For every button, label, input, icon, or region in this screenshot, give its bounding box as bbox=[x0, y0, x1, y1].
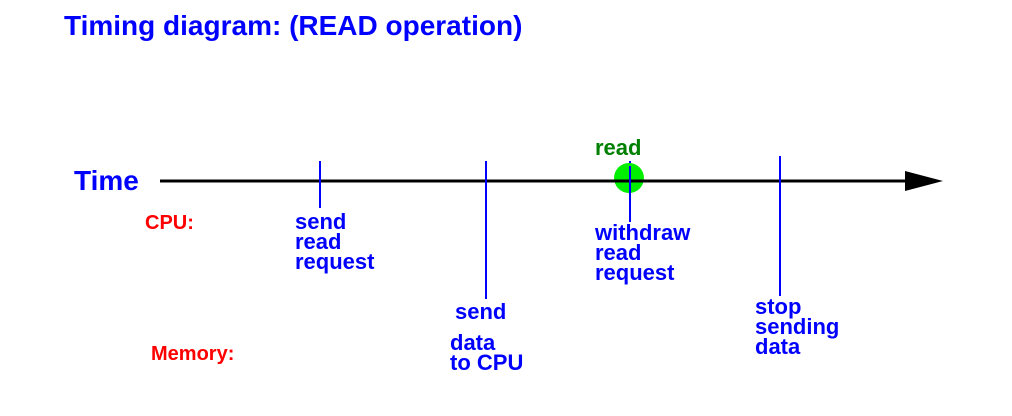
cpu-row-label: CPU: bbox=[145, 212, 194, 234]
send-read-request-label: send read request bbox=[295, 209, 375, 274]
send-data-label: send bbox=[455, 299, 507, 324]
read-event-label: read bbox=[595, 135, 642, 160]
stop-sending-data-label: stop sending data bbox=[755, 294, 840, 359]
withdraw-read-request-label: withdraw read request bbox=[595, 220, 691, 285]
memory-row-label: Memory: bbox=[151, 343, 235, 365]
data-to-cpu-label: data to CPU bbox=[450, 330, 524, 375]
diagram-title: Timing diagram: (READ operation) bbox=[64, 10, 523, 41]
time-axis-arrowhead bbox=[905, 171, 943, 191]
time-axis-label: Time bbox=[74, 165, 139, 196]
